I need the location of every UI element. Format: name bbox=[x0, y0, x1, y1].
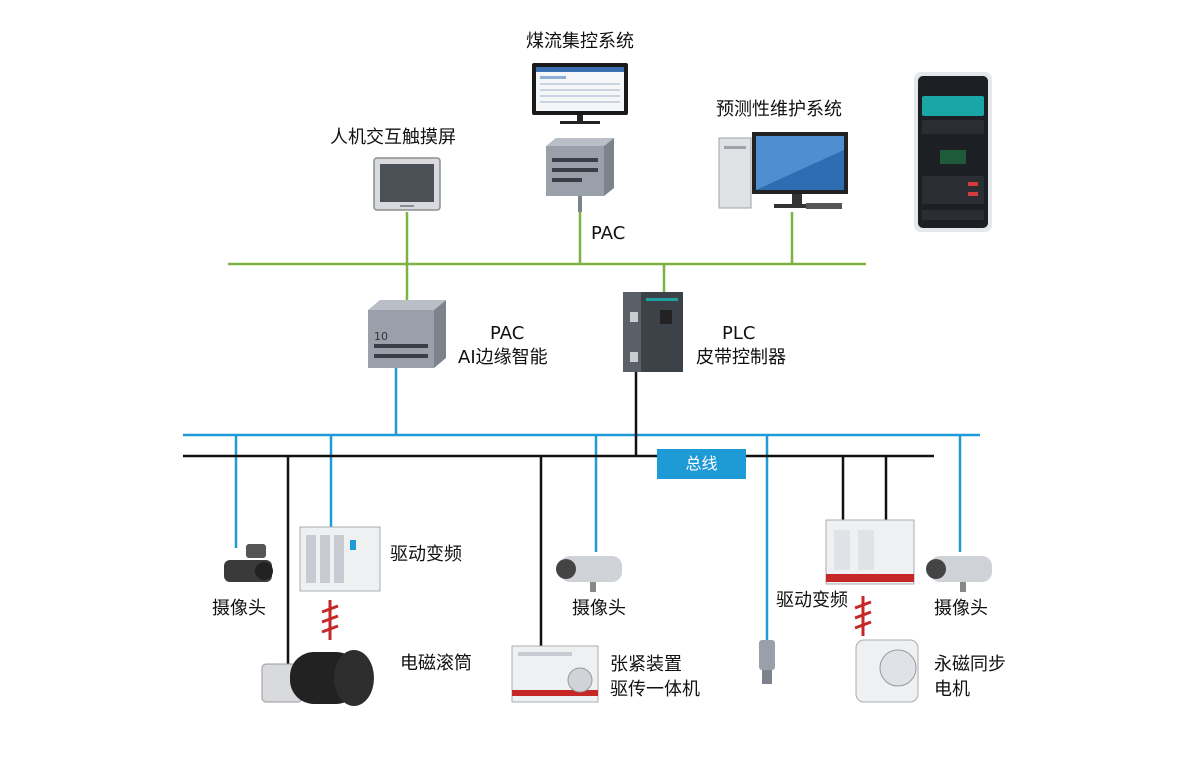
mobile-app-phone-icon bbox=[914, 72, 992, 232]
pac-top-icon bbox=[546, 138, 614, 212]
cable-marker-2 bbox=[854, 596, 872, 636]
vfd-2-icon bbox=[825, 519, 915, 585]
plc-label-line2: 皮带控制器 bbox=[696, 347, 786, 368]
camera-3-label: 摄像头 bbox=[934, 598, 988, 619]
plc-belt-controller-icon bbox=[623, 292, 683, 372]
cable-marker-1 bbox=[321, 600, 339, 640]
camera-1-icon bbox=[224, 544, 273, 582]
ethernet-network bbox=[228, 212, 866, 300]
pac-ai-label-line1: PAC bbox=[490, 323, 525, 344]
plc-label-line1: PLC bbox=[722, 323, 756, 344]
vfd-1-label: 驱动变频 bbox=[390, 544, 462, 565]
svg-text:10: 10 bbox=[374, 330, 388, 343]
hmi-touchscreen-icon bbox=[373, 157, 441, 211]
drum-label: 电磁滚筒 bbox=[400, 653, 472, 674]
camera-2-icon bbox=[556, 556, 622, 592]
tensioner-label-line2: 驱传一体机 bbox=[610, 679, 700, 700]
predictive-maintenance-label: 预测性维护系统 bbox=[716, 99, 842, 120]
vfd-2-label: 驱动变频 bbox=[776, 590, 848, 611]
electromagnetic-drum-icon bbox=[261, 650, 374, 706]
pm-motor-label-line2: 电机 bbox=[934, 679, 970, 700]
power-bus-line bbox=[183, 372, 934, 672]
hmi-label: 人机交互触摸屏 bbox=[330, 127, 456, 148]
fieldbus-line bbox=[183, 368, 980, 640]
pm-motor-label-line1: 永磁同步 bbox=[934, 654, 1006, 675]
tensioner-label-line1: 张紧装置 bbox=[610, 654, 682, 675]
coal-flow-monitor-icon bbox=[532, 63, 628, 124]
pm-synchronous-motor-icon bbox=[855, 639, 919, 703]
vfd-1-icon bbox=[299, 526, 381, 592]
pac-ai-label-line2: AI边缘智能 bbox=[458, 347, 548, 368]
camera-1-label: 摄像头 bbox=[212, 598, 266, 619]
camera-3-icon bbox=[926, 556, 992, 592]
sensor-probe-icon bbox=[759, 640, 775, 684]
coal-flow-system-label: 煤流集控系统 bbox=[526, 31, 634, 52]
predictive-maintenance-pc-icon bbox=[718, 132, 848, 209]
pac-ai-edge-icon: 10 bbox=[368, 300, 446, 368]
tensioner-drive-unit-icon bbox=[511, 645, 599, 703]
pac-top-label: PAC bbox=[591, 223, 626, 244]
bus-label: 总线 bbox=[657, 449, 746, 479]
camera-2-label: 摄像头 bbox=[572, 598, 626, 619]
